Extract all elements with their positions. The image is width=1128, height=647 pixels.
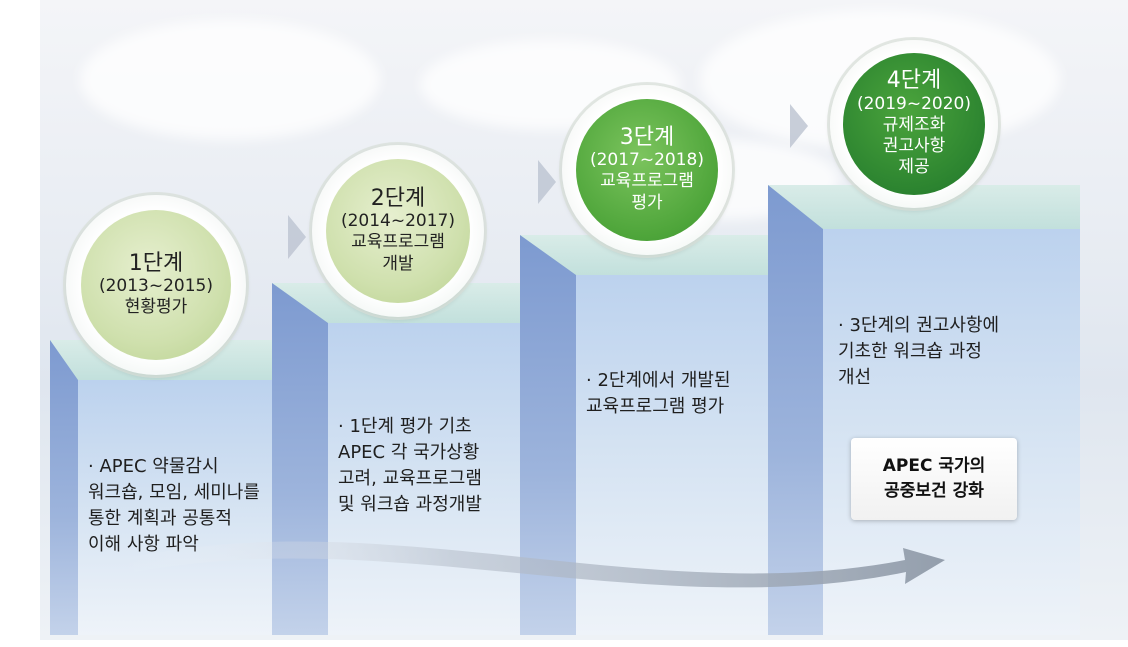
chevron-right-icon (790, 104, 808, 148)
phase-4-badge: 4단계 (2019~2020) 규제조화 권고사항 제공 (830, 40, 998, 208)
step-4-side (768, 185, 823, 635)
phase-2-badge: 2단계 (2014~2017) 교육프로그램 개발 (312, 145, 484, 317)
phase-years: (2014~2017) (340, 211, 456, 232)
phase-description: 현황평가 (124, 297, 188, 318)
phase-description: 교육프로그램 평가 (600, 171, 694, 213)
phase-years: (2017~2018) (589, 150, 705, 171)
phase-years: (2013~2015) (98, 275, 214, 296)
phase-2-note-text: 1단계 평가 기초 APEC 각 국가상황 고려, 교육프로그램 및 워크숍 과… (338, 416, 482, 516)
step-2-side (272, 283, 328, 635)
phase-title: 2단계 (370, 186, 426, 212)
step-1-side (50, 340, 78, 635)
bullet-dot: · (838, 315, 850, 337)
phase-description: 규제조화 권고사항 제공 (882, 114, 946, 178)
phase-1-note: · APEC 약물감시 워크숍, 모임, 세미나를 통한 계획과 공통적 이해 … (88, 428, 260, 558)
chevron-right-icon (288, 215, 306, 259)
phase-3-note-text: 2단계에서 개발된 교육프로그램 평가 (586, 370, 731, 418)
phase-title: 1단계 (128, 250, 184, 276)
bullet-dot: · (88, 456, 100, 478)
phase-4-note: · 3단계의 권고사항에 기초한 워크숍 과정 개선 (838, 287, 999, 391)
phase-title: 4단계 (886, 68, 942, 94)
phase-years: (2019~2020) (856, 93, 972, 114)
outcome-box: APEC 국가의 공중보건 강화 (851, 438, 1017, 520)
phase-3-note: · 2단계에서 개발된 교육프로그램 평가 (586, 342, 731, 420)
bullet-dot: · (338, 416, 350, 438)
chevron-right-icon (538, 160, 556, 204)
phase-3-circle: 3단계 (2017~2018) 교육프로그램 평가 (576, 99, 718, 241)
outcome-line-2: 공중보건 강화 (884, 481, 984, 501)
outcome-line-1: APEC 국가의 (882, 455, 986, 476)
arrow-body (120, 541, 945, 588)
phase-4-note-text: 3단계의 권고사항에 기초한 워크숍 과정 개선 (838, 315, 1000, 389)
phase-3-badge: 3단계 (2017~2018) 교육프로그램 평가 (562, 85, 732, 255)
outcome-text: APEC 국가의 공중보건 강화 (883, 454, 986, 505)
phase-4-circle: 4단계 (2019~2020) 규제조화 권고사항 제공 (843, 53, 985, 195)
phase-description: 교육프로그램 개발 (351, 232, 445, 274)
phase-title: 3단계 (619, 125, 675, 151)
phase-2-circle: 2단계 (2014~2017) 교육프로그램 개발 (326, 159, 470, 303)
bullet-dot: · (586, 370, 598, 392)
phase-1-badge: 1단계 (2013~2015) 현황평가 (66, 195, 246, 375)
phase-2-note: · 1단계 평가 기초 APEC 각 국가상황 고려, 교육프로그램 및 워크숍… (338, 388, 482, 518)
cloud (80, 20, 380, 140)
phase-1-circle: 1단계 (2013~2015) 현황평가 (81, 210, 231, 360)
phase-1-note-text: APEC 약물감시 워크숍, 모임, 세미나를 통한 계획과 공통적 이해 사항… (88, 456, 260, 556)
